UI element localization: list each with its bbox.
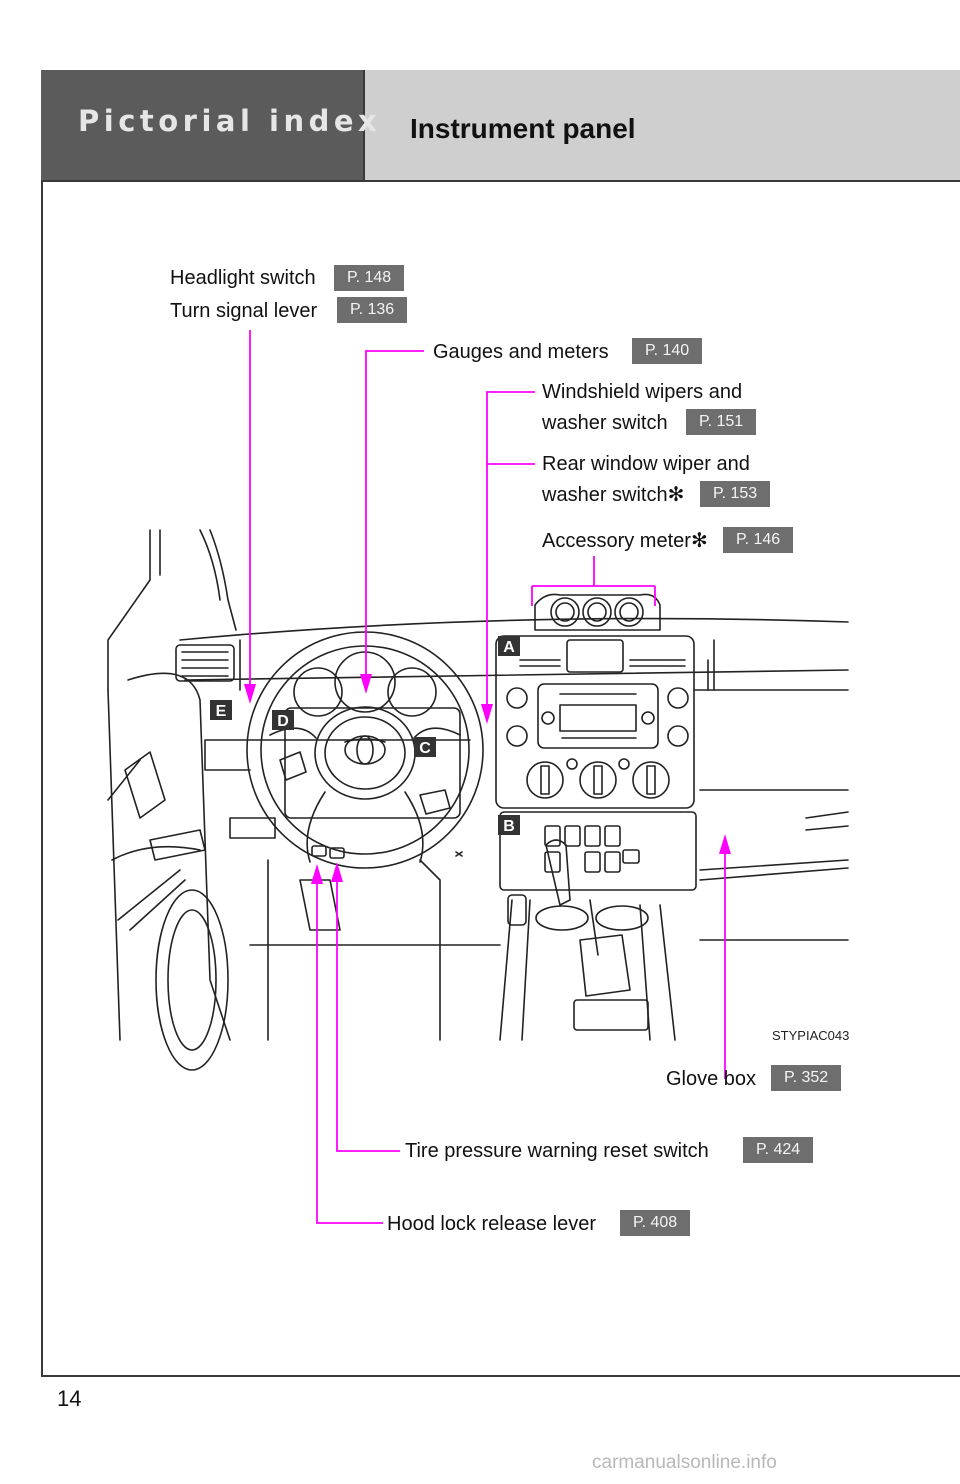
asterisk-mark: ✻ [690, 530, 708, 552]
hood-lock-label: Hood lock release lever [387, 1213, 596, 1235]
marker-c: C [419, 740, 431, 757]
section-title: Pictorial index [78, 104, 382, 138]
marker-e: E [216, 703, 227, 720]
page-number: 14 [57, 1386, 82, 1411]
headlight-switch-ref[interactable]: P. 148 [334, 265, 405, 291]
rear-wiper-label-line2: washer switch✻ [542, 484, 685, 506]
watermark: carmanualsonline.info [592, 1452, 777, 1473]
section-header [41, 70, 363, 182]
glove-box-ref[interactable]: P. 352 [771, 1065, 842, 1091]
gauges-ref[interactable]: P. 140 [632, 338, 703, 364]
hood-lock-ref[interactable]: P. 408 [620, 1210, 691, 1236]
marker-a: A [503, 639, 515, 656]
accessory-meter-ref[interactable]: P. 146 [723, 527, 794, 553]
tire-pressure-label: Tire pressure warning reset switch [405, 1140, 709, 1162]
accessory-meter-label: Accessory meter✻ [542, 530, 708, 552]
asterisk-mark: ✻ [667, 484, 685, 506]
gauges-label: Gauges and meters [433, 341, 609, 363]
rear-wiper-label-line1: Rear window wiper and [542, 453, 750, 475]
tire-pressure-ref[interactable]: P. 424 [743, 1137, 814, 1163]
leader-arrowheads [244, 674, 731, 884]
turn-signal-label: Turn signal lever [170, 300, 318, 322]
marker-b: B [503, 818, 515, 835]
rear-wiper-ref[interactable]: P. 153 [700, 481, 771, 507]
leader-lines [249, 330, 726, 1224]
header-divider [41, 180, 960, 182]
page-title: Instrument panel [410, 113, 636, 144]
wipers-ref[interactable]: P. 151 [686, 409, 757, 435]
title-header [363, 70, 960, 182]
marker-boxes [210, 636, 520, 835]
glove-box-label: Glove box [666, 1068, 757, 1090]
marker-d: D [277, 713, 289, 730]
wipers-label-line2: washer switch [542, 412, 668, 434]
image-code: STYPIAC043 [772, 1028, 850, 1043]
wipers-label-line1: Windshield wipers and [542, 381, 743, 403]
headlight-switch-label: Headlight switch [170, 267, 316, 289]
turn-signal-ref[interactable]: P. 136 [337, 297, 408, 323]
